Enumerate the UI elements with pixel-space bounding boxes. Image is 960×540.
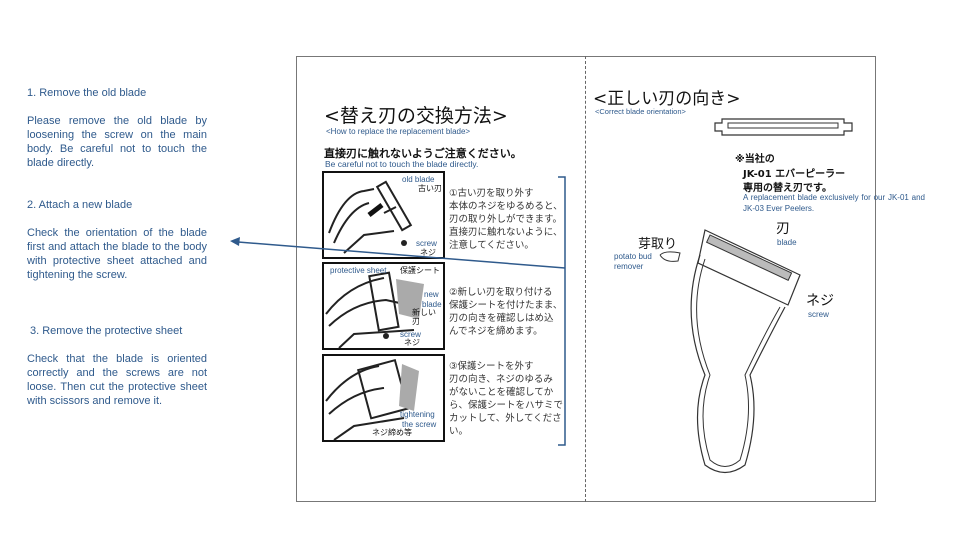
label-old-blade-jp: 古い刃 [418, 184, 442, 193]
step-1-title: 1. Remove the old blade [27, 87, 147, 99]
note-en: A replacement blade exclusively for our … [743, 193, 925, 213]
label-tightening: tightening [400, 410, 435, 419]
blade-label-en: blade [777, 238, 797, 247]
label-screw: screw [400, 330, 421, 339]
step-1-illustration: old blade 古い刃 screw ネジ [322, 171, 445, 259]
left-title-en: <How to replace the replacement blade> [326, 127, 471, 136]
left-title-jp: <替え刃の交換方法> [324, 105, 508, 127]
peeler-attach-blade-icon [325, 271, 424, 349]
step-3-title: 3. Remove the protective sheet [30, 325, 183, 337]
step-3-text: ③保護シートを外す 刃の向き、ネジのゆるみ がないことを確認してか ら、保護シー… [449, 361, 564, 437]
fold-line [585, 56, 586, 502]
peeler-remove-blade-icon [328, 180, 413, 254]
label-old-blade: old blade [402, 175, 435, 184]
document-frame [296, 56, 876, 502]
screw-label-jp: ネジ [806, 293, 834, 309]
note-jp-3: 専用の替え刃です。 [743, 183, 832, 194]
replacement-blade-icon [714, 118, 853, 136]
label-tightening-jp: ネジ締め等 [372, 428, 412, 437]
label-protective-sheet-jp: 保護シート [400, 266, 440, 275]
right-title-jp: <正しい刃の向き> [593, 89, 741, 109]
label-screw: screw [416, 239, 437, 248]
bud-remover-label-jp: 芽取り [638, 237, 678, 252]
label-blade: blade [422, 300, 442, 309]
note-jp-2: JK-01 エバーピーラー [743, 169, 846, 180]
step-3-body: Check that the blade is oriented correct… [27, 353, 207, 407]
step-1-body: Please remove the old blade by loosening… [27, 115, 207, 169]
bud-remover-label-en: potato bud remover [614, 252, 652, 271]
label-screw-jp: ネジ [420, 248, 436, 257]
note-jp-1: ※当社の [735, 154, 775, 165]
screw-label-en: screw [808, 310, 829, 319]
blade-label-jp: 刃 [776, 221, 790, 237]
step-1-text: ①古い刃を取り外す 本体のネジをゆるめると、 刃の取り外しができます。 直接刃に… [449, 188, 563, 251]
step-2-body: Check the orientation of the blade first… [27, 227, 207, 281]
right-title-en: <Correct blade orientation> [595, 107, 686, 116]
label-screw-jp: ネジ [404, 338, 420, 347]
peeler-remove-sheet-icon [325, 358, 419, 441]
label-new-blade-jp: 新しい刃 [412, 308, 436, 326]
label-new: new [424, 290, 439, 299]
step-2-illustration: protective sheet 保護シート new blade 新しい刃 sc… [322, 262, 445, 350]
label-the-screw: the screw [402, 420, 437, 429]
warning-jp: 直接刃に触れないようご注意ください。 [324, 147, 522, 160]
label-protective-sheet: protective sheet [330, 266, 387, 275]
warning-en: Be careful not to touch the blade direct… [325, 159, 479, 169]
step-2-title: 2. Attach a new blade [27, 199, 133, 211]
peeler-diagram-icon [659, 229, 801, 474]
step-2-text: ②新しい刃を取り付ける 保護シートを付けたまま、 刃の向きを確認しはめ込 んでネ… [449, 287, 563, 337]
step-3-illustration: tightening the screw ネジ締め等 [322, 354, 445, 442]
